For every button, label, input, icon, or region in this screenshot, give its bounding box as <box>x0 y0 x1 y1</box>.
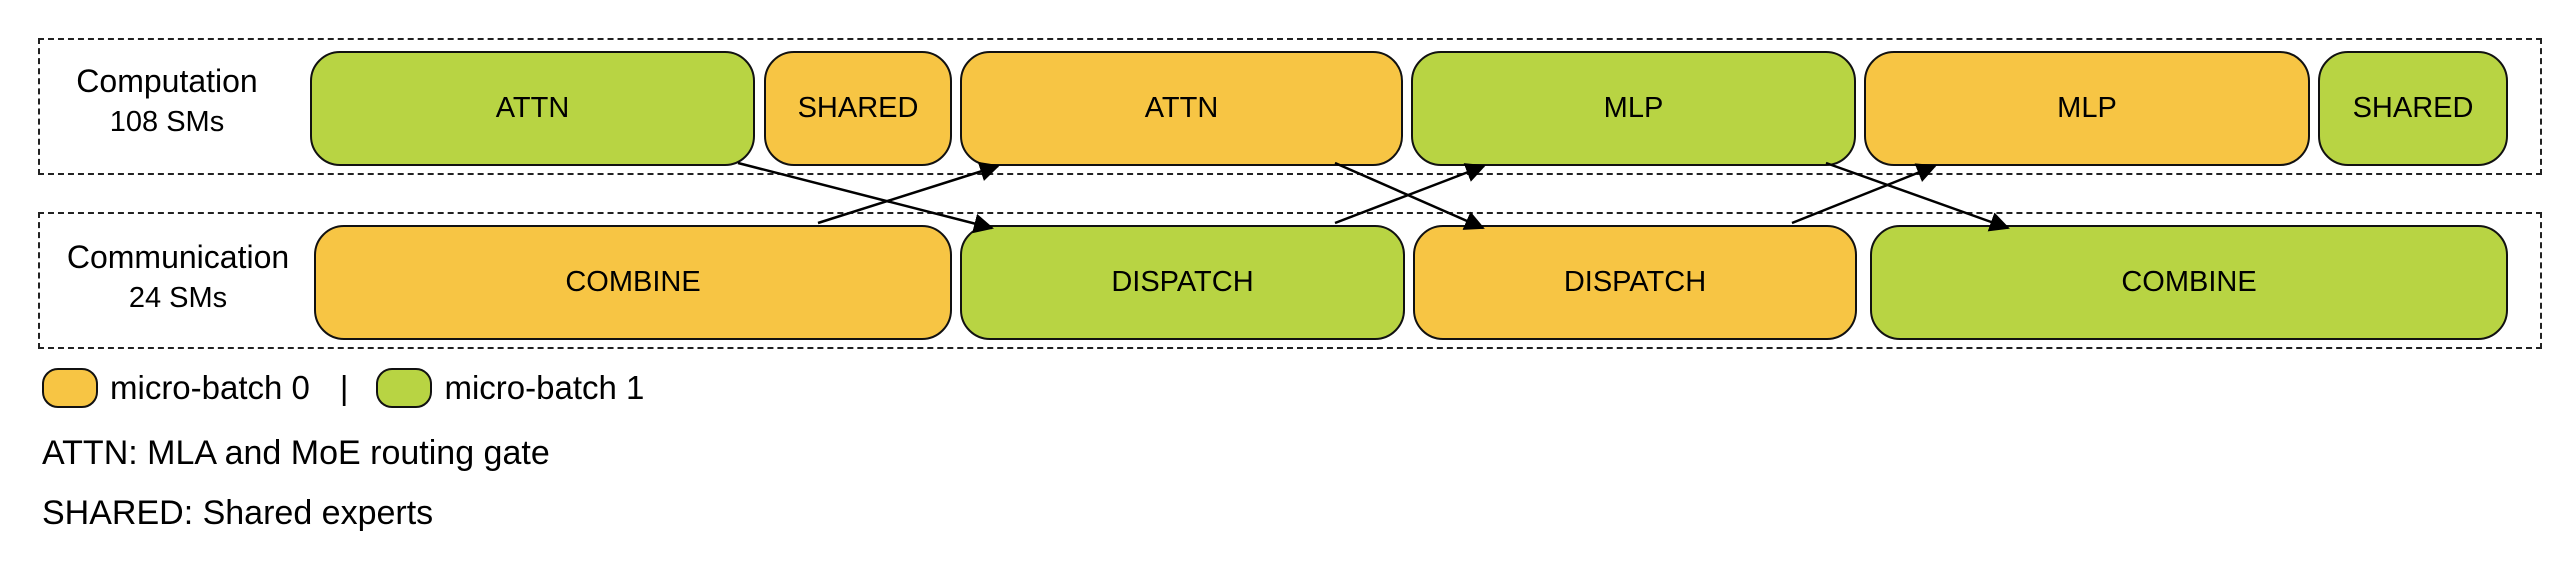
computation-lane-label: Computation 108 SMs <box>52 60 282 142</box>
note-shared: SHARED: Shared experts <box>42 494 434 532</box>
computation-lane-name: Computation <box>76 63 258 99</box>
comm-block-dispatch-mb0: DISPATCH <box>1413 225 1857 340</box>
comp-block-mlp-mb1: MLP <box>1411 51 1856 166</box>
comp-block-attn-mb1: ATTN <box>310 51 755 166</box>
comp-block-mlp-mb0: MLP <box>1864 51 2310 166</box>
legend: micro-batch 0 | micro-batch 1 <box>42 368 644 408</box>
legend-label-micro-batch-0: micro-batch 0 <box>110 369 310 406</box>
note-attn: ATTN: MLA and MoE routing gate <box>42 434 550 472</box>
legend-separator: | <box>339 369 349 406</box>
comp-block-attn-mb0: ATTN <box>960 51 1403 166</box>
comm-block-combine-mb1: COMBINE <box>1870 225 2508 340</box>
legend-swatch-micro-batch-0 <box>42 368 98 408</box>
legend-label-micro-batch-1: micro-batch 1 <box>444 369 645 406</box>
comm-block-dispatch-mb1: DISPATCH <box>960 225 1405 340</box>
comm-block-combine-mb0: COMBINE <box>314 225 952 340</box>
comp-block-shared-mb1: SHARED <box>2318 51 2508 166</box>
communication-lane-label: Communication 24 SMs <box>44 236 312 318</box>
communication-lane-name: Communication <box>66 239 290 275</box>
legend-swatch-micro-batch-1 <box>376 368 433 408</box>
comp-block-shared-mb0: SHARED <box>764 51 952 166</box>
communication-lane <box>38 212 2542 349</box>
computation-lane-sms: 108 SMs <box>109 106 225 139</box>
computation-lane <box>38 38 2542 175</box>
communication-lane-sms: 24 SMs <box>128 282 228 315</box>
